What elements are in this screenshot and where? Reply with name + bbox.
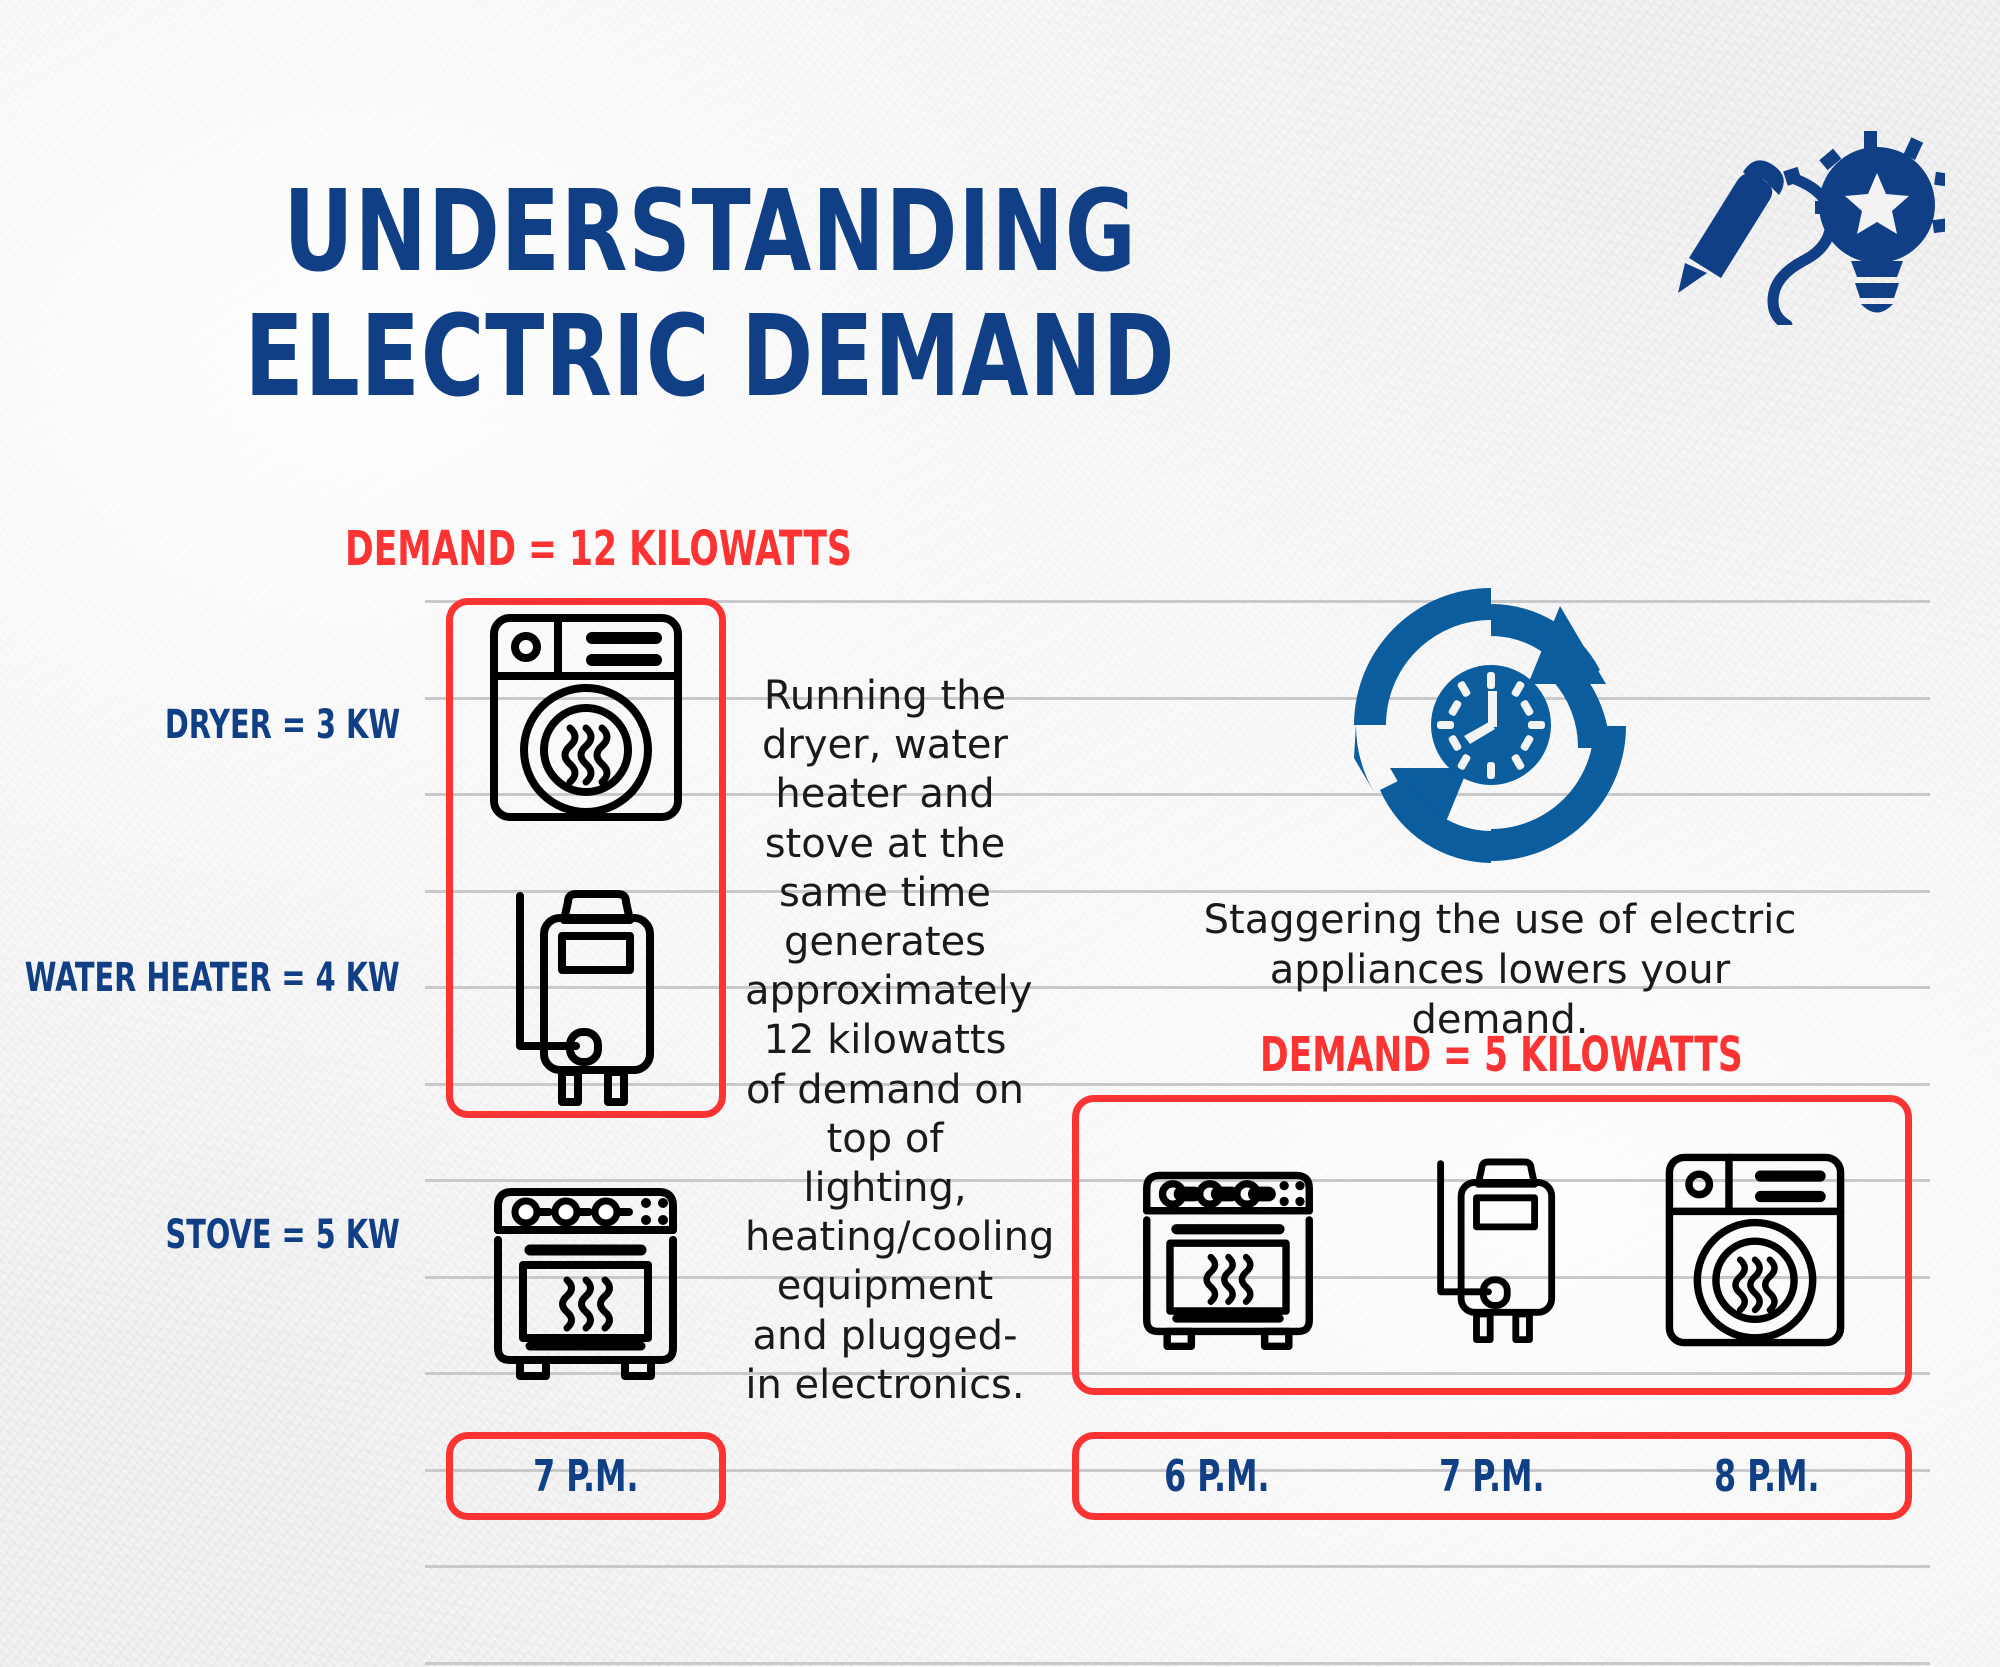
gridline bbox=[425, 1661, 1930, 1665]
explanation-paragraph: Running the dryer, water heater and stov… bbox=[745, 673, 1055, 1408]
left-time-box: 7 P.M. bbox=[446, 1432, 726, 1520]
time-cell: 6 P.M. bbox=[1079, 1451, 1354, 1502]
right-appliance-row-box bbox=[1072, 1095, 1912, 1395]
stove-icon bbox=[478, 1170, 693, 1380]
label-water-heater: WATER HEATER = 4 KW bbox=[25, 955, 400, 1001]
right-time-label-3: 8 P.M. bbox=[1714, 1450, 1821, 1502]
dryer-icon bbox=[1660, 1150, 1850, 1350]
label-stove: STOVE = 5 KW bbox=[165, 1212, 400, 1258]
label-dryer: DRYER = 3 KW bbox=[164, 702, 400, 748]
right-demand-caption: DEMAND = 5 KILOWATTS bbox=[1260, 1027, 1743, 1083]
title-line-1: UNDERSTANDING bbox=[283, 167, 1137, 298]
refresh-clock-icon bbox=[1338, 588, 1644, 863]
title-line-2: ELECTRIC DEMAND bbox=[244, 292, 1176, 423]
stove-icon bbox=[1128, 1155, 1328, 1350]
time-cell: 8 P.M. bbox=[1630, 1451, 1905, 1502]
left-appliance-stack-box bbox=[446, 598, 726, 1118]
staggering-caption: Staggering the use of electric appliance… bbox=[1203, 897, 1797, 1043]
right-time-box: 6 P.M. 7 P.M. 8 P.M. bbox=[1072, 1432, 1912, 1520]
page-title: UNDERSTANDING ELECTRIC DEMAND bbox=[99, 167, 1320, 423]
time-cell: 7 P.M. bbox=[1354, 1451, 1629, 1502]
water-heater-icon bbox=[1422, 1150, 1572, 1355]
left-demand-caption: DEMAND = 12 KILOWATTS bbox=[345, 521, 852, 577]
left-time-label: 7 P.M. bbox=[533, 1450, 639, 1502]
gridline bbox=[425, 1565, 1930, 1568]
water-heater-icon bbox=[500, 880, 672, 1120]
right-time-label-2: 7 P.M. bbox=[1439, 1450, 1545, 1502]
dryer-icon bbox=[486, 610, 686, 825]
pencil-lightbulb-icon bbox=[1645, 95, 1955, 331]
right-time-label-1: 6 P.M. bbox=[1163, 1450, 1270, 1502]
